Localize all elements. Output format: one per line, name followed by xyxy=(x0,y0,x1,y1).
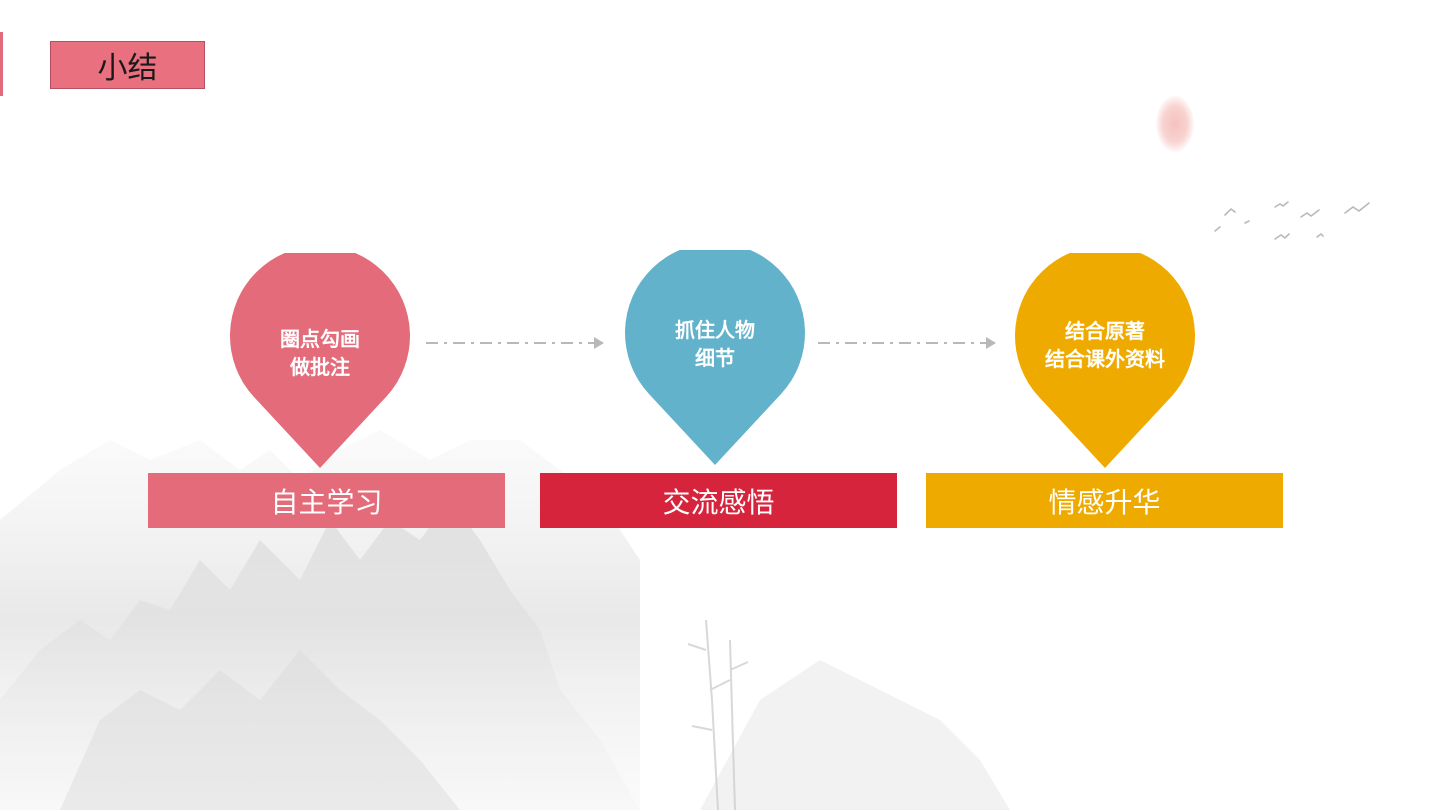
pin-line: 做批注 xyxy=(290,355,350,379)
step-2: 抓住人物 细节 xyxy=(625,250,805,465)
map-pin-icon xyxy=(625,250,805,465)
step-1-bar: 自主学习 xyxy=(148,473,505,528)
step-2-pin-text: 抓住人物 细节 xyxy=(625,316,805,372)
step-2-bar: 交流感悟 xyxy=(540,473,897,528)
map-pin-icon xyxy=(1015,253,1195,468)
step-3-bar: 情感升华 xyxy=(926,473,1283,528)
page-title: 小结 xyxy=(50,41,205,89)
step-1-pin-text: 圈点勾画 做批注 xyxy=(230,325,410,381)
map-pin-icon xyxy=(230,253,410,468)
pin-line: 抓住人物 xyxy=(675,318,755,342)
pin-line: 结合课外资料 xyxy=(1045,347,1165,371)
left-accent-bar xyxy=(0,32,3,96)
red-sun-icon xyxy=(1156,96,1194,152)
pin-line: 圈点勾画 xyxy=(280,327,360,351)
pin-line: 结合原著 xyxy=(1065,319,1145,343)
step-3-pin-text: 结合原著 结合课外资料 xyxy=(1009,317,1201,373)
dashed-arrow-icon xyxy=(426,337,604,349)
pin-line: 细节 xyxy=(695,346,735,370)
step-1: 圈点勾画 做批注 xyxy=(230,253,410,468)
step-3: 结合原著 结合课外资料 xyxy=(1015,253,1195,468)
dashed-arrow-icon xyxy=(818,337,996,349)
flying-birds-icon xyxy=(1214,201,1370,240)
